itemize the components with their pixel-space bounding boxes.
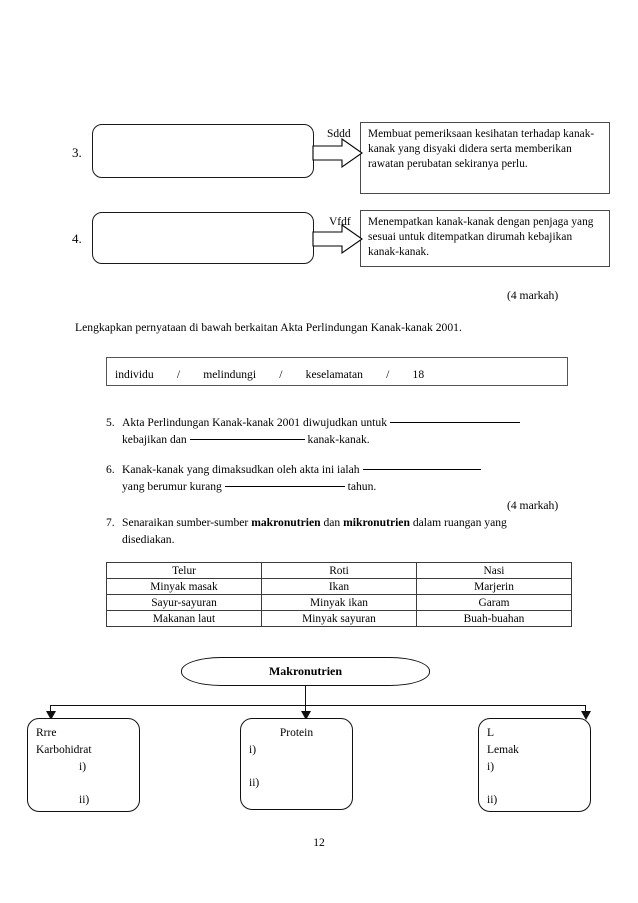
branch-2-sub-i[interactable]: i) — [249, 744, 257, 756]
table-cell[interactable]: Marjerin — [416, 578, 572, 595]
table-row[interactable]: Sayur-sayuran Minyak ikan Garam — [106, 594, 572, 611]
table-cell[interactable]: Minyak masak — [106, 578, 262, 595]
question-7-line-2: disediakan. — [122, 533, 175, 546]
branch-3-sub-i[interactable]: i) — [487, 761, 495, 773]
question-number-7: 7. — [106, 516, 115, 529]
branch-3-sub-ii[interactable]: ii) — [487, 794, 498, 806]
item-number-3: 3. — [72, 145, 82, 160]
question-7-text-2: dan — [323, 516, 341, 529]
table-row[interactable]: Telur Roti Nasi — [106, 562, 572, 579]
word-bank-text: individu / melindungi / keselamatan / 18 — [115, 368, 425, 381]
question-7-text-3: dalam ruangan yang — [412, 516, 507, 529]
table-cell[interactable]: Makanan laut — [106, 610, 262, 627]
question-5-line-1: Akta Perlindungan Kanak-kanak 2001 diwuj… — [122, 415, 582, 432]
answer-box-4[interactable] — [92, 212, 314, 264]
question-6-text-2: yang berumur kurang — [122, 480, 222, 493]
question-7-line-1: Senaraikan sumber-sumber makronutrien da… — [122, 515, 592, 532]
branch-2-sub-ii[interactable]: ii) — [249, 777, 260, 789]
branch-1-prefix: Rrre — [36, 727, 57, 739]
statement-box-4: Menempatkan kanak-kanak dengan penjaga y… — [360, 210, 610, 267]
diagram-root-makronutrien: Makronutrien — [181, 657, 430, 686]
connector-drop-right — [585, 705, 587, 714]
branch-2-title: Protein — [279, 727, 314, 739]
arrow-label-4: Vfdf — [329, 216, 351, 228]
block-arrow-3 — [312, 138, 363, 169]
block-arrow-4 — [312, 224, 363, 255]
table-cell[interactable]: Minyak sayuran — [261, 610, 417, 627]
table-row[interactable]: Minyak masak Ikan Marjerin — [106, 578, 572, 595]
table-cell[interactable]: Garam — [416, 594, 572, 611]
question-5-text-1: Akta Perlindungan Kanak-kanak 2001 diwuj… — [122, 416, 387, 429]
question-number-5: 5. — [106, 416, 115, 429]
question-7-bold-makronutrien: makronutrien — [251, 516, 321, 529]
branch-3-title: Lemak — [487, 744, 519, 756]
table-cell[interactable]: Ikan — [261, 578, 417, 595]
question-6-text-3: tahun. — [347, 480, 377, 493]
branch-1-sub-ii[interactable]: ii) — [79, 794, 90, 806]
statement-box-3: Membuat pemeriksaan kesihatan terhadap k… — [360, 122, 610, 194]
marks-label-mid: (4 markah) — [507, 499, 559, 512]
word-bank-box: individu / melindungi / keselamatan / 18 — [106, 357, 568, 386]
marks-label-top: (4 markah) — [507, 289, 559, 302]
table-row[interactable]: Makanan laut Minyak sayuran Buah-buahan — [106, 610, 572, 627]
connector-root-vertical — [305, 686, 307, 705]
food-sources-table: Telur Roti Nasi Minyak masak Ikan Marjer… — [106, 562, 572, 627]
arrowhead-middle-icon — [301, 711, 311, 720]
connector-drop-middle — [305, 705, 307, 714]
answer-blank-6a[interactable] — [362, 469, 481, 470]
question-7-bold-mikronutrien: mikronutrien — [343, 516, 410, 529]
connector-drop-left — [50, 705, 52, 714]
question-5-text-3: kanak-kanak. — [307, 433, 370, 446]
table-cell[interactable]: Minyak ikan — [261, 594, 417, 611]
item-number-4: 4. — [72, 231, 82, 246]
table-cell[interactable]: Telur — [106, 562, 262, 579]
diagram-branch-lemak[interactable]: L Lemak i) ii) — [478, 718, 591, 812]
connector-horizontal-bus — [50, 705, 586, 707]
question-5-line-2: kebajikan dan kanak-kanak. — [122, 432, 582, 449]
answer-blank-5a[interactable] — [389, 422, 520, 423]
arrowhead-left-icon — [46, 711, 56, 720]
question-6-text-1: Kanak-kanak yang dimaksudkan oleh akta i… — [122, 463, 360, 476]
food-table-body: Telur Roti Nasi Minyak masak Ikan Marjer… — [106, 562, 572, 627]
arrow-label-3: Sddd — [327, 128, 351, 140]
table-cell[interactable]: Sayur-sayuran — [106, 594, 262, 611]
branch-1-title: Karbohidrat — [36, 744, 92, 756]
question-7-text-1: Senaraikan sumber-sumber — [122, 516, 249, 529]
answer-blank-5b[interactable] — [189, 439, 305, 440]
branch-1-sub-i[interactable]: i) — [79, 761, 87, 773]
table-cell[interactable]: Nasi — [416, 562, 572, 579]
answer-blank-6b[interactable] — [224, 486, 345, 487]
page-number: 12 — [313, 836, 325, 849]
answer-box-3[interactable] — [92, 124, 314, 178]
diagram-branch-karbohidrat[interactable]: Rrre Karbohidrat i) ii) — [27, 718, 140, 812]
arrowhead-right-icon — [581, 711, 591, 720]
branch-3-prefix: L — [487, 727, 495, 739]
diagram-branch-protein[interactable]: Protein i) ii) — [240, 718, 353, 810]
table-cell[interactable]: Roti — [261, 562, 417, 579]
question-6-line-2: yang berumur kurang tahun. — [122, 479, 582, 496]
instruction-text: Lengkapkan pernyataan di bawah berkaitan… — [75, 321, 462, 334]
question-6-line-1: Kanak-kanak yang dimaksudkan oleh akta i… — [122, 462, 582, 479]
question-number-6: 6. — [106, 463, 115, 476]
question-5-text-2: kebajikan dan — [122, 433, 187, 446]
table-cell[interactable]: Buah-buahan — [416, 610, 572, 627]
